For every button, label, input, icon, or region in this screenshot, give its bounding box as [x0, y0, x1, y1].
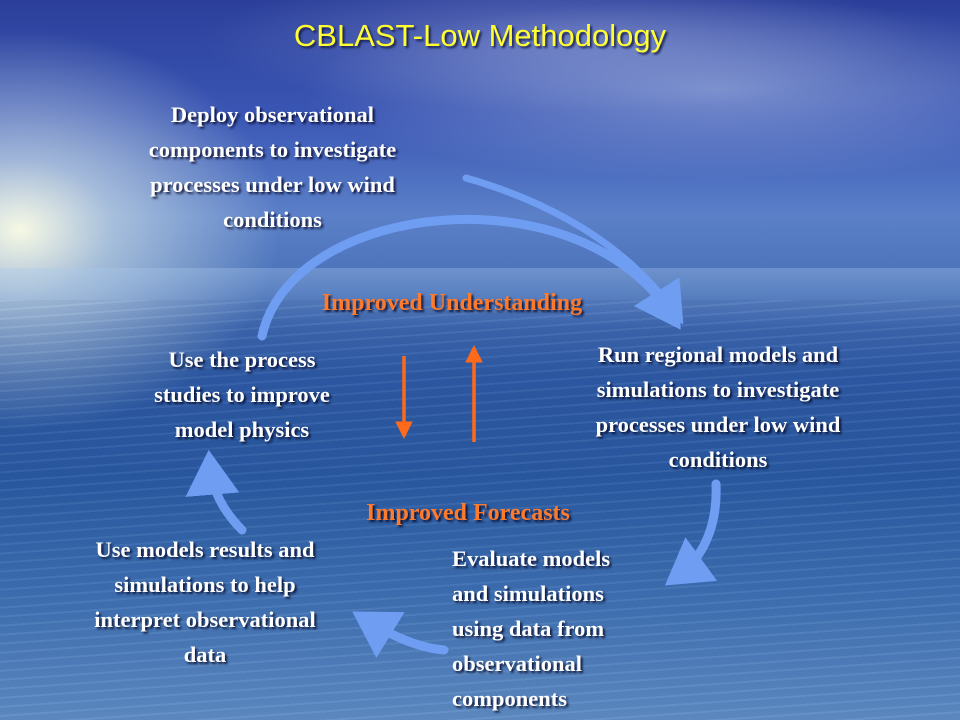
node-evaluate-models: Evaluate models and simulations using da… — [452, 546, 611, 711]
label-improved-forecasts: Improved Forecasts — [366, 500, 570, 526]
node-interpret-observational: Use models results and simulations to he… — [94, 537, 316, 667]
node-run-regional-models: Run regional models and simulations to i… — [595, 342, 841, 472]
arrow-evaluate-to-interpret — [352, 611, 449, 659]
arrow-deploy-to-run-models — [462, 174, 684, 325]
arc-physics-to-run-models — [257, 215, 681, 341]
sea-horizon — [0, 268, 960, 328]
arrow-interpret-to-physics — [185, 449, 247, 535]
slide-title: CBLAST-Low Methodology — [293, 18, 667, 53]
sea-waves — [0, 300, 960, 720]
arrow-run-models-to-evaluate — [664, 479, 721, 586]
label-improved-understanding: Improved Understanding — [321, 290, 583, 316]
node-deploy-observational: Deploy observational components to inves… — [148, 102, 397, 232]
node-improve-model-physics: Use the process studies to improve model… — [154, 347, 330, 442]
